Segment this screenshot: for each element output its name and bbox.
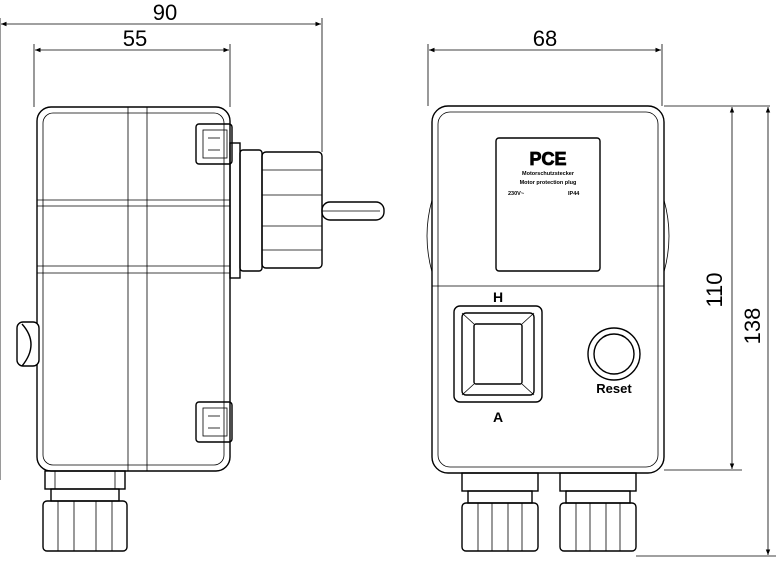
- reset-button: Reset: [587, 327, 641, 396]
- dim-55: 55: [123, 26, 147, 51]
- switch-mark-a: A: [493, 409, 503, 425]
- reset-label: Reset: [596, 381, 632, 396]
- label-brand: PCE: [529, 149, 566, 169]
- label-ip: IP44: [568, 191, 580, 197]
- front-body: [431, 105, 665, 474]
- dim-138: 138: [740, 308, 765, 345]
- clip-bottom: [195, 401, 233, 443]
- dim-68: 68: [533, 26, 557, 51]
- label-line2: Motor protection plug: [520, 180, 577, 186]
- label-voltage: 230V~: [508, 191, 524, 197]
- dim-90: 90: [153, 0, 177, 25]
- rocker-switch: H A: [453, 289, 543, 425]
- switch-mark-h: H: [493, 289, 503, 305]
- side-reset-button: [16, 321, 40, 367]
- label-line1: Motorschutzstecker: [522, 171, 575, 177]
- side-view: 90 55: [0, 0, 385, 552]
- dim-110: 110: [702, 272, 727, 307]
- side-body: [36, 106, 231, 472]
- front-cable-gland-right: [559, 472, 637, 552]
- product-label: PCE Motorschutzstecker Motor protection …: [495, 137, 601, 272]
- side-cable-gland: [42, 470, 128, 552]
- front-cable-gland-left: [461, 472, 539, 552]
- front-view: PCE Motorschutzstecker Motor protection …: [426, 26, 776, 557]
- clip-top: [195, 123, 233, 165]
- plug: [229, 142, 385, 279]
